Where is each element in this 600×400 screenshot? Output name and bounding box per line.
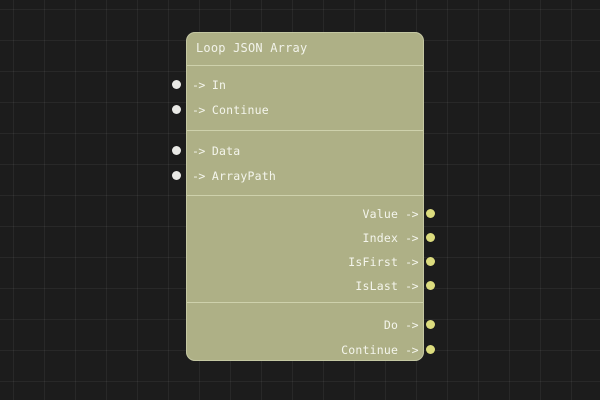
output-port-dot-continue[interactable]	[426, 345, 435, 354]
output-port-label: Value	[362, 207, 399, 221]
node-loop-json-array[interactable]: Loop JSON Array -> In -> Continue -> Dat…	[186, 32, 424, 361]
arrow-right-icon: ->	[405, 318, 418, 332]
output-port-label: Continue	[341, 343, 399, 357]
output-port-dot-isfirst[interactable]	[426, 257, 435, 266]
input-port-dot-data[interactable]	[172, 146, 181, 155]
output-port-dot-do[interactable]	[426, 320, 435, 329]
input-port-arraypath[interactable]: -> ArrayPath	[190, 167, 276, 185]
output-port-label: Index	[362, 231, 399, 245]
output-port-label: Do	[383, 318, 399, 332]
output-port-dot-islast[interactable]	[426, 281, 435, 290]
output-port-islast[interactable]: IsLast ->	[355, 277, 420, 295]
arrow-right-icon: ->	[405, 343, 418, 357]
output-group-divider	[187, 195, 423, 196]
output-port-value[interactable]: Value ->	[363, 205, 420, 223]
input-port-dot-continue[interactable]	[172, 105, 181, 114]
output-port-do[interactable]: Do ->	[384, 316, 420, 334]
output-port-isfirst[interactable]: IsFirst ->	[348, 253, 420, 271]
arrow-right-icon: ->	[192, 144, 205, 158]
input-port-data[interactable]: -> Data	[190, 142, 240, 160]
input-port-label: Continue	[211, 103, 269, 117]
output-port-dot-index[interactable]	[426, 233, 435, 242]
input-port-dot-arraypath[interactable]	[172, 171, 181, 180]
arrow-right-icon: ->	[192, 78, 205, 92]
header-divider	[187, 65, 423, 66]
input-port-in[interactable]: -> In	[190, 76, 226, 94]
exec-output-divider	[187, 302, 423, 303]
input-port-dot-in[interactable]	[172, 80, 181, 89]
arrow-right-icon: ->	[192, 103, 205, 117]
arrow-right-icon: ->	[405, 255, 418, 269]
output-port-dot-value[interactable]	[426, 209, 435, 218]
input-port-label: ArrayPath	[211, 169, 276, 183]
node-title: Loop JSON Array	[196, 41, 308, 55]
arrow-right-icon: ->	[192, 169, 205, 183]
input-port-label: Data	[211, 144, 241, 158]
arrow-right-icon: ->	[405, 207, 418, 221]
node-header[interactable]: Loop JSON Array	[186, 32, 424, 65]
output-port-label: IsFirst	[348, 255, 399, 269]
output-port-continue[interactable]: Continue ->	[341, 341, 420, 359]
input-port-label: In	[211, 78, 227, 92]
input-port-continue[interactable]: -> Continue	[190, 101, 269, 119]
output-port-label: IsLast	[355, 279, 399, 293]
arrow-right-icon: ->	[405, 231, 418, 245]
arrow-right-icon: ->	[405, 279, 418, 293]
output-port-index[interactable]: Index ->	[363, 229, 420, 247]
input-group-divider	[187, 130, 423, 131]
